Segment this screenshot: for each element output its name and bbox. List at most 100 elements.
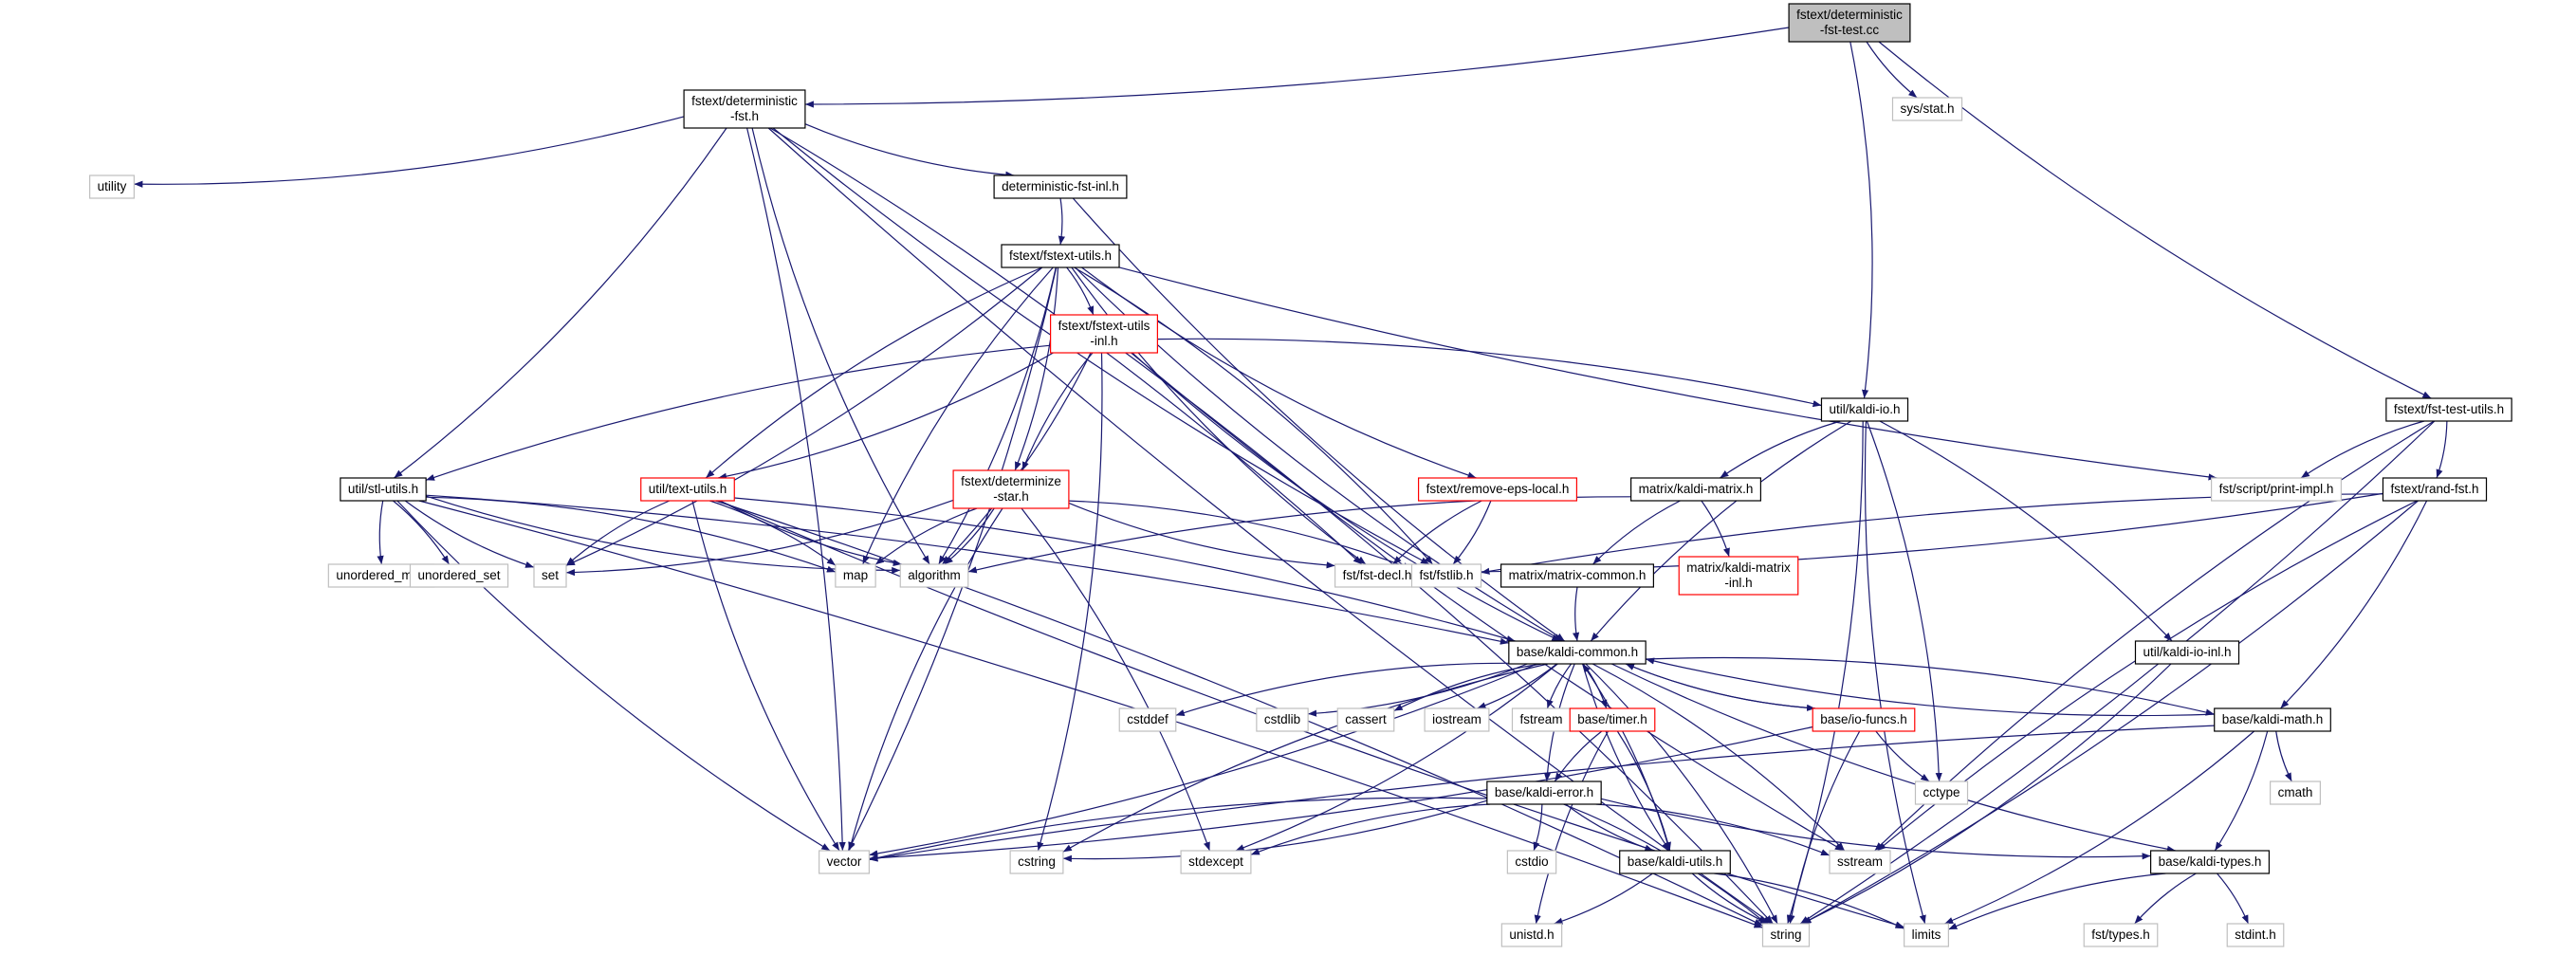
node-label: base/kaldi-common.h: [1517, 645, 1638, 659]
node-text-utils-h[interactable]: util/text-utils.h: [640, 477, 735, 502]
node-iostream: iostream: [1424, 707, 1490, 732]
node-rand-fst-h[interactable]: fstext/rand-fst.h: [2382, 477, 2488, 502]
node-box: [2134, 640, 2240, 665]
node-kaldi-io-inl-h[interactable]: util/kaldi-io-inl.h: [2134, 640, 2240, 665]
node-label: fstext/fstext-utils: [1058, 319, 1150, 333]
node-label: util/kaldi-io-inl.h: [2143, 645, 2231, 659]
node-print-impl-h: fst/script/print-impl.h: [2211, 477, 2342, 502]
node-fst-types-h: fst/types.h: [2083, 923, 2159, 947]
node-box: [1180, 850, 1252, 874]
node-fst-test-cc[interactable]: fstext/deterministic-fst-test.cc: [1788, 3, 1911, 43]
edge-io-funcs-h-to-kaldi-common-h: [1625, 663, 1816, 709]
node-kaldi-types-h[interactable]: base/kaldi-types.h: [2149, 850, 2271, 874]
node-label: -fst-test.cc: [1820, 23, 1880, 37]
edge-kaldi-math-h-to-kaldi-common-h: [1646, 657, 2215, 717]
edge-remove-eps-h-to-fst-decl-h: [1392, 500, 1482, 565]
edge-kaldi-types-h-to-fst-types-h: [2134, 872, 2197, 925]
node-string: string: [1761, 923, 1811, 947]
node-label: util/text-utils.h: [649, 482, 727, 496]
node-label: unordered_map: [336, 568, 426, 582]
edge-det-fst-inl-h-to-fstext-utils-h: [1058, 197, 1065, 246]
edge-matrix-common-h-to-kaldi-common-h: [1573, 586, 1580, 642]
edge-kaldi-error-h-to-cstdio: [1533, 803, 1543, 852]
node-fstext-utils-inl-h[interactable]: fstext/fstext-utils-inl.h: [1050, 314, 1158, 354]
edge-fstext-utils-inl-h-to-cstring: [1037, 352, 1103, 852]
node-cstring: cstring: [1009, 850, 1064, 874]
edge-timer-h-to-kaldi-error-h: [1554, 730, 1603, 782]
node-kaldi-io-h[interactable]: util/kaldi-io.h: [1820, 397, 1909, 422]
edge-kaldi-math-h-to-vector: [869, 725, 2215, 862]
edge-fstext-utils-inl-h-to-algorithm: [941, 352, 1092, 565]
edge-kaldi-io-h-to-limits: [1864, 420, 1926, 925]
edge-kaldi-utils-h-to-unistd-h: [1554, 872, 1653, 925]
node-label: cassert: [1345, 712, 1387, 726]
node-det-fst-inl-h[interactable]: deterministic-fst-inl.h: [993, 174, 1128, 199]
node-label: cstdlib: [1264, 712, 1300, 726]
edge-rand-fst-h-to-kaldi-math-h: [2279, 500, 2428, 709]
edge-rand-fst-h-to-string: [1802, 500, 2419, 925]
node-label: -fst.h: [730, 109, 759, 123]
edge-kaldi-common-h-to-cassert: [1393, 663, 1542, 712]
node-box: [1500, 563, 1654, 588]
node-label: matrix/kaldi-matrix.h: [1639, 482, 1754, 496]
node-fst-test-utils-h[interactable]: fstext/fst-test-utils.h: [2385, 397, 2512, 422]
node-box: [2226, 923, 2285, 947]
node-io-funcs-h[interactable]: base/io-funcs.h: [1812, 707, 1916, 732]
node-label: deterministic-fst-inl.h: [1002, 179, 1119, 193]
edge-kaldi-types-h-to-limits: [1948, 872, 2166, 930]
node-stdexcept: stdexcept: [1180, 850, 1252, 874]
node-label: base/timer.h: [1577, 712, 1647, 726]
nodes-layer: fstext/deterministic-fst-test.cc fstext/d…: [89, 3, 2512, 947]
edge-kaldi-common-h-to-kaldi-types-h: [1610, 663, 2176, 853]
edge-fstext-utils-h-to-algorithm: [938, 266, 1057, 565]
node-label: fst/fst-decl.h: [1343, 568, 1412, 582]
edge-kaldi-io-h-to-kaldi-io-inl-h: [1879, 420, 2173, 642]
edge-kaldi-error-h-to-stdexcept: [1250, 803, 1491, 855]
node-stdint-h: stdint.h: [2226, 923, 2285, 947]
edge-kaldi-common-h-to-cstring: [1062, 663, 1549, 853]
node-label: stdexcept: [1188, 854, 1243, 869]
node-vector: vector: [819, 850, 870, 874]
node-box: [1500, 923, 1563, 947]
edge-fstext-utils-h-to-map: [862, 266, 1054, 565]
node-label: cstdio: [1515, 854, 1548, 869]
node-box: [1334, 563, 1420, 588]
node-label: stdint.h: [2235, 927, 2276, 942]
node-kaldi-error-h[interactable]: base/kaldi-error.h: [1486, 781, 1602, 805]
node-det-fst-h[interactable]: fstext/deterministic-fst.h: [683, 89, 806, 129]
edge-kaldi-common-h-to-cstddef: [1175, 662, 1509, 716]
node-fstlib-h: fst/fstlib.h: [1410, 563, 1482, 588]
node-label: base/kaldi-error.h: [1495, 785, 1593, 799]
node-timer-h[interactable]: base/timer.h: [1569, 707, 1656, 732]
edge-stl-utils-h-to-kaldi-common-h: [426, 494, 1509, 645]
node-label: base/io-funcs.h: [1820, 712, 1907, 726]
node-label: fst/fstlib.h: [1419, 568, 1473, 582]
edge-fstext-utils-h-to-fst-decl-h: [1071, 266, 1367, 565]
node-label: fst/script/print-impl.h: [2219, 482, 2334, 496]
edge-fst-test-utils-h-to-rand-fst-h: [2436, 420, 2448, 479]
node-label: fstext/rand-fst.h: [2390, 482, 2478, 496]
node-label: unistd.h: [1509, 927, 1554, 942]
node-box: [2382, 477, 2488, 502]
node-label: sys/stat.h: [1900, 101, 1954, 116]
node-determinize-star-h[interactable]: fstext/determinize-star.h: [952, 469, 1070, 509]
node-remove-eps-h[interactable]: fstext/remove-eps-local.h: [1417, 477, 1578, 502]
node-label: fstext/fstext-utils.h: [1009, 248, 1112, 263]
edge-fst-test-cc-to-fst-test-utils-h: [1878, 41, 2432, 399]
node-stl-utils-h[interactable]: util/stl-utils.h: [340, 477, 427, 502]
node-label: -inl.h: [1724, 576, 1752, 590]
node-box: [993, 174, 1128, 199]
node-kaldi-matrix-h[interactable]: matrix/kaldi-matrix.h: [1630, 477, 1761, 502]
node-fstext-utils-h[interactable]: fstext/fstext-utils.h: [1001, 244, 1120, 268]
node-kaldi-common-h[interactable]: base/kaldi-common.h: [1508, 640, 1647, 665]
node-kaldi-matrix-inl-h[interactable]: matrix/kaldi-matrix-inl.h: [1678, 556, 1799, 596]
node-box: [1569, 707, 1656, 732]
node-kaldi-math-h[interactable]: base/kaldi-math.h: [2214, 707, 2331, 732]
node-kaldi-utils-h[interactable]: base/kaldi-utils.h: [1619, 850, 1731, 874]
node-box: [340, 477, 427, 502]
edge-fst-test-cc-to-det-fst-h: [804, 27, 1790, 108]
edge-kaldi-common-h-to-iostream: [1477, 663, 1557, 709]
node-matrix-common-h[interactable]: matrix/matrix-common.h: [1500, 563, 1654, 588]
edge-io-funcs-h-to-string: [1788, 730, 1861, 925]
